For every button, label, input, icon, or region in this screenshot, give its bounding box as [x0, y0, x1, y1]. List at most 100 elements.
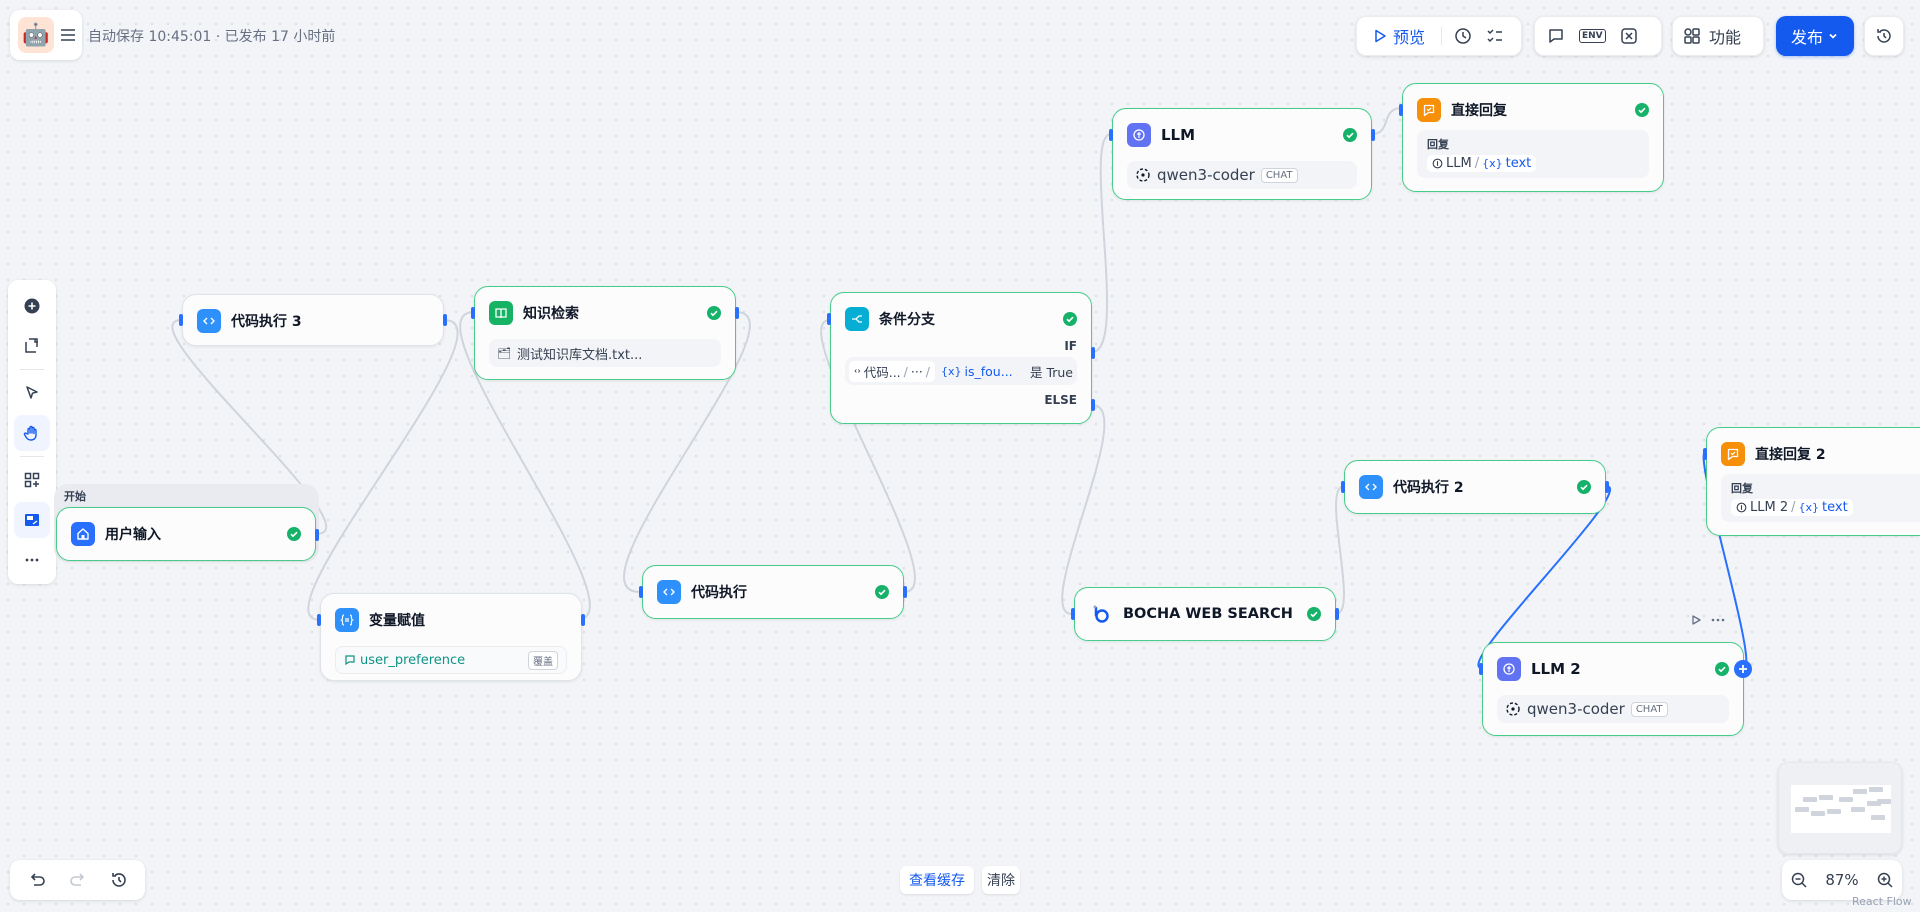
- input-handle[interactable]: [1703, 448, 1707, 460]
- success-check-icon: [1635, 103, 1649, 117]
- assign-variable-icon: [335, 608, 359, 632]
- minimap-toggle-button[interactable]: [14, 502, 50, 538]
- node-user-input[interactable]: 用户输入: [56, 507, 319, 561]
- node-title: 代码执行 2: [1393, 480, 1464, 496]
- assign-variable-row: user_preference 覆盖: [335, 646, 567, 674]
- input-handle[interactable]: [1341, 481, 1345, 493]
- success-check-icon: [1577, 480, 1591, 494]
- if-output-handle[interactable]: [1091, 347, 1095, 359]
- run-history-button[interactable]: [1448, 21, 1478, 51]
- preview-label: 预览: [1393, 28, 1426, 47]
- output-handle[interactable]: [1335, 608, 1339, 620]
- node-knowledge-retrieval[interactable]: 知识检索 🗂 测试知识库文档.txt...: [471, 286, 739, 380]
- minimap-node: [1795, 807, 1809, 812]
- clear-cache-button[interactable]: 清除: [982, 866, 1020, 894]
- node-llm[interactable]: LLM qwen3-coder CHAT: [1109, 108, 1375, 200]
- zoom-out-button[interactable]: [1790, 871, 1808, 889]
- input-handle[interactable]: [1399, 104, 1403, 116]
- more-tools-button[interactable]: [14, 542, 50, 578]
- pointer-mode-button[interactable]: [14, 375, 50, 411]
- node-direct-reply[interactable]: 直接回复 回复 LLM / {x} text: [1399, 83, 1664, 192]
- path-separator: /: [1791, 500, 1796, 515]
- node-direct-reply-2[interactable]: 直接回复 2 回复 LLM 2 / {x} text: [1703, 427, 1920, 536]
- else-output-handle[interactable]: [1091, 399, 1095, 411]
- output-handle[interactable]: [443, 314, 447, 326]
- assign-variable-name: user_preference: [360, 652, 466, 668]
- minimap[interactable]: [1778, 762, 1902, 854]
- add-note-button[interactable]: [14, 328, 50, 364]
- minimap-node: [1871, 815, 1885, 820]
- run-node-button[interactable]: [1690, 614, 1702, 626]
- redo-button[interactable]: [68, 870, 88, 890]
- publish-label: 发布: [1790, 28, 1823, 47]
- home-icon: [71, 522, 95, 546]
- organize-nodes-button[interactable]: [14, 462, 50, 498]
- node-llm-2[interactable]: LLM 2 qwen3-coder CHAT: [1479, 642, 1752, 736]
- node-variable-assign[interactable]: 变量赋值 user_preference 覆盖: [317, 593, 585, 681]
- app-icon-menu[interactable]: 🤖: [10, 10, 82, 60]
- clock-play-icon: [1455, 28, 1471, 44]
- cond-source-chip: 代码... / ··· /: [849, 360, 935, 382]
- node-title: 知识检索: [523, 306, 579, 322]
- output-handle[interactable]: [315, 529, 319, 541]
- output-handle[interactable]: [735, 307, 739, 319]
- node-code-exec-3[interactable]: 代码执行 3: [179, 294, 447, 346]
- reply-reference: LLM 2 / {x} text: [1731, 499, 1910, 516]
- publish-button[interactable]: 发布: [1776, 16, 1854, 56]
- input-handle[interactable]: [639, 586, 643, 598]
- conversation-vars-button[interactable]: [1541, 21, 1571, 51]
- node-code-exec-2[interactable]: 代码执行 2: [1341, 460, 1609, 514]
- reply-label: 回复: [1427, 138, 1449, 151]
- condition-row: 代码... / ··· / {x} is_fou... 是 True: [845, 357, 1077, 385]
- preview-button[interactable]: 预览: [1363, 21, 1435, 51]
- canvas-tools: [8, 280, 56, 584]
- model-selector[interactable]: qwen3-coder CHAT: [1127, 161, 1357, 189]
- env-vars-button[interactable]: ENV: [1573, 21, 1612, 51]
- version-history-button[interactable]: [1864, 16, 1904, 56]
- output-handle[interactable]: [581, 614, 585, 626]
- zoom-level[interactable]: 87%: [1825, 871, 1859, 889]
- code-icon: [1359, 475, 1383, 499]
- output-handle[interactable]: [903, 586, 907, 598]
- zoom-in-button[interactable]: [1876, 871, 1894, 889]
- input-handle[interactable]: [471, 307, 475, 319]
- output-handle[interactable]: [1605, 481, 1609, 493]
- minimap-node: [1811, 811, 1825, 816]
- node-bocha-web-search[interactable]: BOCHA WEB SEARCH: [1071, 587, 1339, 641]
- minimap-node: [1839, 797, 1853, 802]
- input-handle[interactable]: [1071, 608, 1075, 620]
- model-mode-tag: CHAT: [1260, 167, 1298, 183]
- input-handle[interactable]: [827, 313, 831, 325]
- input-handle[interactable]: [317, 614, 321, 626]
- success-check-icon: [1343, 128, 1357, 142]
- add-next-node-button[interactable]: [1734, 660, 1752, 678]
- add-node-button[interactable]: [14, 288, 50, 324]
- reply-ref-chip: LLM 2 / {x} text: [1731, 499, 1853, 516]
- view-cache-button[interactable]: 查看缓存: [900, 866, 974, 894]
- react-flow-attribution[interactable]: React Flow: [1852, 895, 1912, 908]
- note-add-icon: [25, 338, 38, 353]
- output-handle[interactable]: [1371, 129, 1375, 141]
- hand-icon: [23, 425, 37, 441]
- undo-button[interactable]: [27, 870, 47, 890]
- input-handle[interactable]: [1479, 663, 1483, 675]
- model-provider-icon: [1506, 702, 1520, 716]
- robot-avatar-icon: 🤖: [18, 17, 54, 53]
- plus-icon: [1739, 665, 1747, 673]
- assign-variable: user_preference: [344, 653, 465, 668]
- node-condition-branch[interactable]: 条件分支 IF 代码... / ··· / {x} is_fou... 是 Tr…: [827, 292, 1095, 424]
- reply-ref-node: LLM 2: [1750, 500, 1789, 515]
- node-more-button[interactable]: [1710, 614, 1726, 626]
- book-icon: [489, 301, 513, 325]
- node-title: 条件分支: [879, 312, 935, 328]
- model-mode-tag: CHAT: [1630, 701, 1668, 717]
- change-history-button[interactable]: [109, 870, 129, 890]
- features-button[interactable]: 功能: [1672, 16, 1764, 56]
- hand-mode-button[interactable]: [14, 415, 50, 451]
- model-selector[interactable]: qwen3-coder CHAT: [1497, 695, 1729, 723]
- input-handle[interactable]: [179, 314, 183, 326]
- checklist-button[interactable]: [1480, 21, 1510, 51]
- global-vars-button[interactable]: [1614, 21, 1644, 51]
- node-code-exec[interactable]: 代码执行: [639, 565, 907, 619]
- input-handle[interactable]: [1109, 129, 1113, 141]
